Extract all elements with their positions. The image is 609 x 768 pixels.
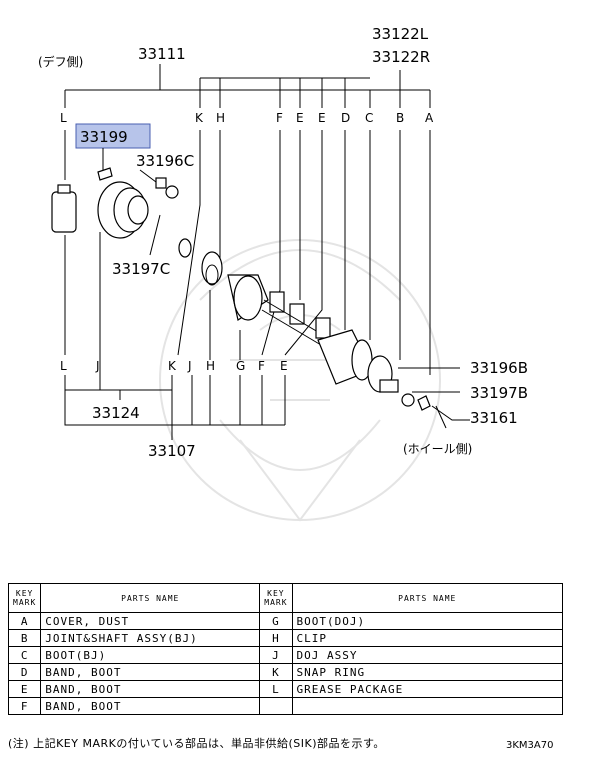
part-number-33122L[interactable]: 33122L [372, 25, 429, 43]
bottom-key-J2: J [187, 359, 192, 373]
wheel-side-label: (ホイール側) [403, 442, 472, 456]
name-cell: GREASE PACKAGE [291, 680, 564, 698]
name-cell: BAND, BOOT [40, 680, 261, 698]
doj-cage [201, 251, 223, 285]
key-cell: A [7, 612, 42, 630]
band-boot-e2 [315, 317, 331, 339]
part-number-33122R[interactable]: 33122R [372, 48, 430, 66]
part-number-33107[interactable]: 33107 [148, 442, 196, 460]
top-key-D: D [341, 111, 350, 125]
highlight-33199 [75, 123, 151, 149]
table-row: D BAND, BOOT K SNAP RING [7, 663, 564, 681]
doj-inner [127, 195, 149, 225]
key-cell: F [7, 697, 42, 715]
part-number-33161[interactable]: 33161 [470, 409, 518, 427]
table-row: A COVER, DUST G BOOT(DOJ) [7, 612, 564, 630]
parts-name-header-2: PARTS NAME [291, 583, 564, 613]
parts-name-header: PARTS NAME [40, 583, 261, 613]
part-number-33196C[interactable]: 33196C [136, 152, 194, 170]
name-cell: BAND, BOOT [40, 663, 261, 681]
key-cell: E [7, 680, 42, 698]
key-cell: L [259, 680, 293, 698]
key-cell: K [259, 663, 293, 681]
key-cell [259, 697, 293, 715]
bottom-key-L: L [60, 359, 67, 373]
name-cell: BAND, BOOT [40, 697, 261, 715]
table-row: E BAND, BOOT L GREASE PACKAGE [7, 680, 564, 698]
diagram-code: 3KM3A70 [506, 740, 554, 751]
grease-cap [57, 184, 71, 194]
bolt-33199 [97, 167, 113, 181]
top-key-K: K [195, 111, 204, 125]
band-boot-e [289, 303, 305, 325]
part-number-33197C[interactable]: 33197C [112, 260, 170, 278]
exploded-parts-diagram: (デフ側) (ホイール側) 33111 33122L 33122R L K H … [38, 25, 528, 522]
cotter-pin [435, 405, 447, 429]
clip [205, 264, 219, 286]
bottom-key-E: E [280, 359, 288, 373]
table-row: F BAND, BOOT [7, 697, 564, 715]
table-header-row: KEY MARK PARTS NAME KEY MARK PARTS NAME [7, 583, 564, 613]
part-number-33199[interactable]: 33199 [80, 128, 128, 146]
table-row: B JOINT&SHAFT ASSY(BJ) H CLIP [7, 629, 564, 647]
grease-package [51, 191, 77, 233]
bottom-key-F: F [258, 359, 265, 373]
part-number-33196B[interactable]: 33196B [470, 359, 528, 377]
top-key-C: C [365, 111, 373, 125]
washer-33197B [417, 395, 431, 411]
top-key-L: L [60, 111, 67, 125]
part-number-33197B[interactable]: 33197B [470, 384, 528, 402]
name-cell: DOJ ASSY [291, 646, 564, 664]
name-cell: CLIP [291, 629, 564, 647]
top-key-F: F [276, 111, 283, 125]
key-cell: H [259, 629, 293, 647]
washer-33197C [165, 185, 179, 199]
footnote: (注) 上記KEY MARKの付いている部品は、単品非供給(SIK)部品を示す。 [8, 737, 385, 750]
top-key-H: H [216, 111, 225, 125]
key-cell: C [7, 646, 42, 664]
key-cell: G [259, 612, 293, 630]
boot-doj-end [233, 275, 263, 321]
key-cell: J [259, 646, 293, 664]
name-cell: COVER, DUST [40, 612, 261, 630]
part-number-33111[interactable]: 33111 [138, 45, 186, 63]
name-cell: BOOT(BJ) [40, 646, 261, 664]
key-cell: B [7, 629, 42, 647]
key-mark-header-2: KEY MARK [259, 583, 293, 613]
bj-stub [379, 379, 399, 393]
key-cell: D [7, 663, 42, 681]
name-cell [291, 697, 564, 715]
top-key-B: B [396, 111, 404, 125]
key-mark-header: KEY MARK [7, 583, 42, 613]
table-row: C BOOT(BJ) J DOJ ASSY [7, 646, 564, 664]
bottom-key-G: G [236, 359, 245, 373]
part-number-33124[interactable]: 33124 [92, 404, 140, 422]
name-cell: SNAP RING [291, 663, 564, 681]
top-key-A: A [425, 111, 434, 125]
nut-33196C [155, 177, 167, 189]
bottom-key-K: K [168, 359, 177, 373]
name-cell: JOINT&SHAFT ASSY(BJ) [40, 629, 261, 647]
band-boot-f [269, 291, 285, 313]
diff-side-label: (デフ側) [38, 54, 83, 69]
top-key-E: E [296, 111, 304, 125]
parts-key-table: KEY MARK PARTS NAME KEY MARK PARTS NAME … [7, 583, 564, 715]
bottom-key-J: J [95, 359, 100, 373]
snap-ring [178, 238, 192, 258]
top-key-E2: E [318, 111, 326, 125]
name-cell: BOOT(DOJ) [291, 612, 564, 630]
nut-33196B [401, 393, 415, 407]
bottom-key-H: H [206, 359, 215, 373]
